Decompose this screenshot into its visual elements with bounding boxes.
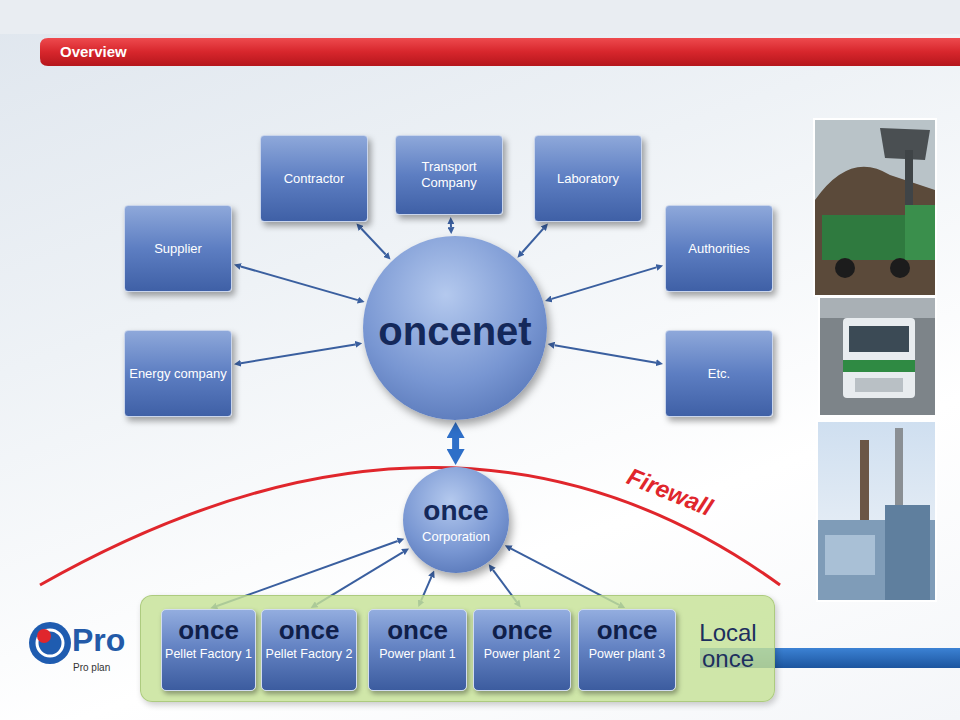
partner-box: Transport Company xyxy=(395,135,503,215)
photo-frame xyxy=(816,420,937,602)
corporation-circle: onceCorporation xyxy=(403,467,509,573)
site-box: oncePellet Factory 2 xyxy=(261,609,357,691)
connector-arrow xyxy=(450,224,452,227)
brand-name: once xyxy=(279,616,340,645)
partner-name: Etc. xyxy=(708,366,730,382)
photo-road xyxy=(820,298,935,415)
group-heading: Local once xyxy=(686,620,770,673)
partner-box: Contractor xyxy=(260,135,368,222)
photo-truck xyxy=(818,296,937,417)
photo-dirt xyxy=(815,167,935,295)
partner-name: Transport Company xyxy=(400,159,498,190)
photo-grille xyxy=(855,378,903,392)
photo-truck-body xyxy=(822,215,907,260)
photo-truck-cab xyxy=(905,205,935,260)
header-bar xyxy=(40,38,960,66)
connector-arrow xyxy=(552,267,657,299)
partner-box: Supplier xyxy=(124,205,232,292)
brand-name: once xyxy=(178,616,239,645)
network-hub-circle: oncenet xyxy=(363,236,547,420)
logo-ring xyxy=(37,630,63,656)
logo-circle xyxy=(29,622,71,664)
logo-wordmark: Pro xyxy=(72,622,125,659)
site-box: oncePower plant 2 xyxy=(473,609,571,691)
slide-title: Overview xyxy=(60,43,127,60)
site-name: Power plant 3 xyxy=(589,647,665,662)
photo-frame xyxy=(813,118,937,297)
firewall-label: Firewall xyxy=(623,462,716,521)
logo-mark xyxy=(29,622,71,664)
photo-cab xyxy=(843,318,915,398)
site-box: oncePower plant 1 xyxy=(368,609,467,691)
network-name: oncenet xyxy=(378,309,531,353)
connector-arrow xyxy=(522,229,543,253)
logo-dot xyxy=(37,629,51,643)
photo-plant xyxy=(816,420,937,602)
partner-box: Authorities xyxy=(665,205,773,292)
site-box: oncePower plant 3 xyxy=(578,609,676,691)
partner-name: Authorities xyxy=(688,241,749,257)
partner-name: Energy company xyxy=(129,366,227,382)
partner-name: Supplier xyxy=(154,241,202,257)
partner-box: Energy company xyxy=(124,330,232,417)
site-name: Pellet Factory 2 xyxy=(266,647,353,662)
photo-windshield xyxy=(849,326,909,352)
photo-frame xyxy=(818,296,937,417)
logo-tagline: Pro plan xyxy=(73,662,110,673)
site-box: oncePellet Factory 1 xyxy=(161,609,256,691)
photo-loader xyxy=(813,118,937,297)
partner-name: Contractor xyxy=(284,171,345,187)
photo-stripe xyxy=(843,360,915,372)
photo-background xyxy=(820,298,935,318)
site-name: Power plant 2 xyxy=(484,647,560,662)
photo-windows xyxy=(825,535,875,575)
brand-name: once xyxy=(423,496,488,527)
photo-wheel xyxy=(835,258,855,278)
local-group-band: Local onceoncePellet Factory 1oncePellet… xyxy=(140,595,775,702)
brand-name: once xyxy=(597,616,658,645)
partner-name: Laboratory xyxy=(557,171,619,187)
partner-box: Etc. xyxy=(665,330,773,417)
connector-arrow xyxy=(361,229,386,255)
photo-wheel xyxy=(890,258,910,278)
photo-sky xyxy=(815,120,935,295)
connector-arrow xyxy=(555,345,657,363)
connector-arrow xyxy=(241,267,358,301)
photo-hall xyxy=(885,505,930,600)
double-arrow xyxy=(452,438,459,449)
node-caption: Corporation xyxy=(422,529,490,545)
site-name: Power plant 1 xyxy=(379,647,455,662)
brand-name: once xyxy=(492,616,553,645)
site-name: Pellet Factory 1 xyxy=(165,647,252,662)
partner-box: Laboratory xyxy=(534,135,642,222)
photo-sky xyxy=(818,422,935,600)
brand-name: once xyxy=(387,616,448,645)
top-strip xyxy=(0,0,960,34)
connector-arrow xyxy=(241,344,355,363)
